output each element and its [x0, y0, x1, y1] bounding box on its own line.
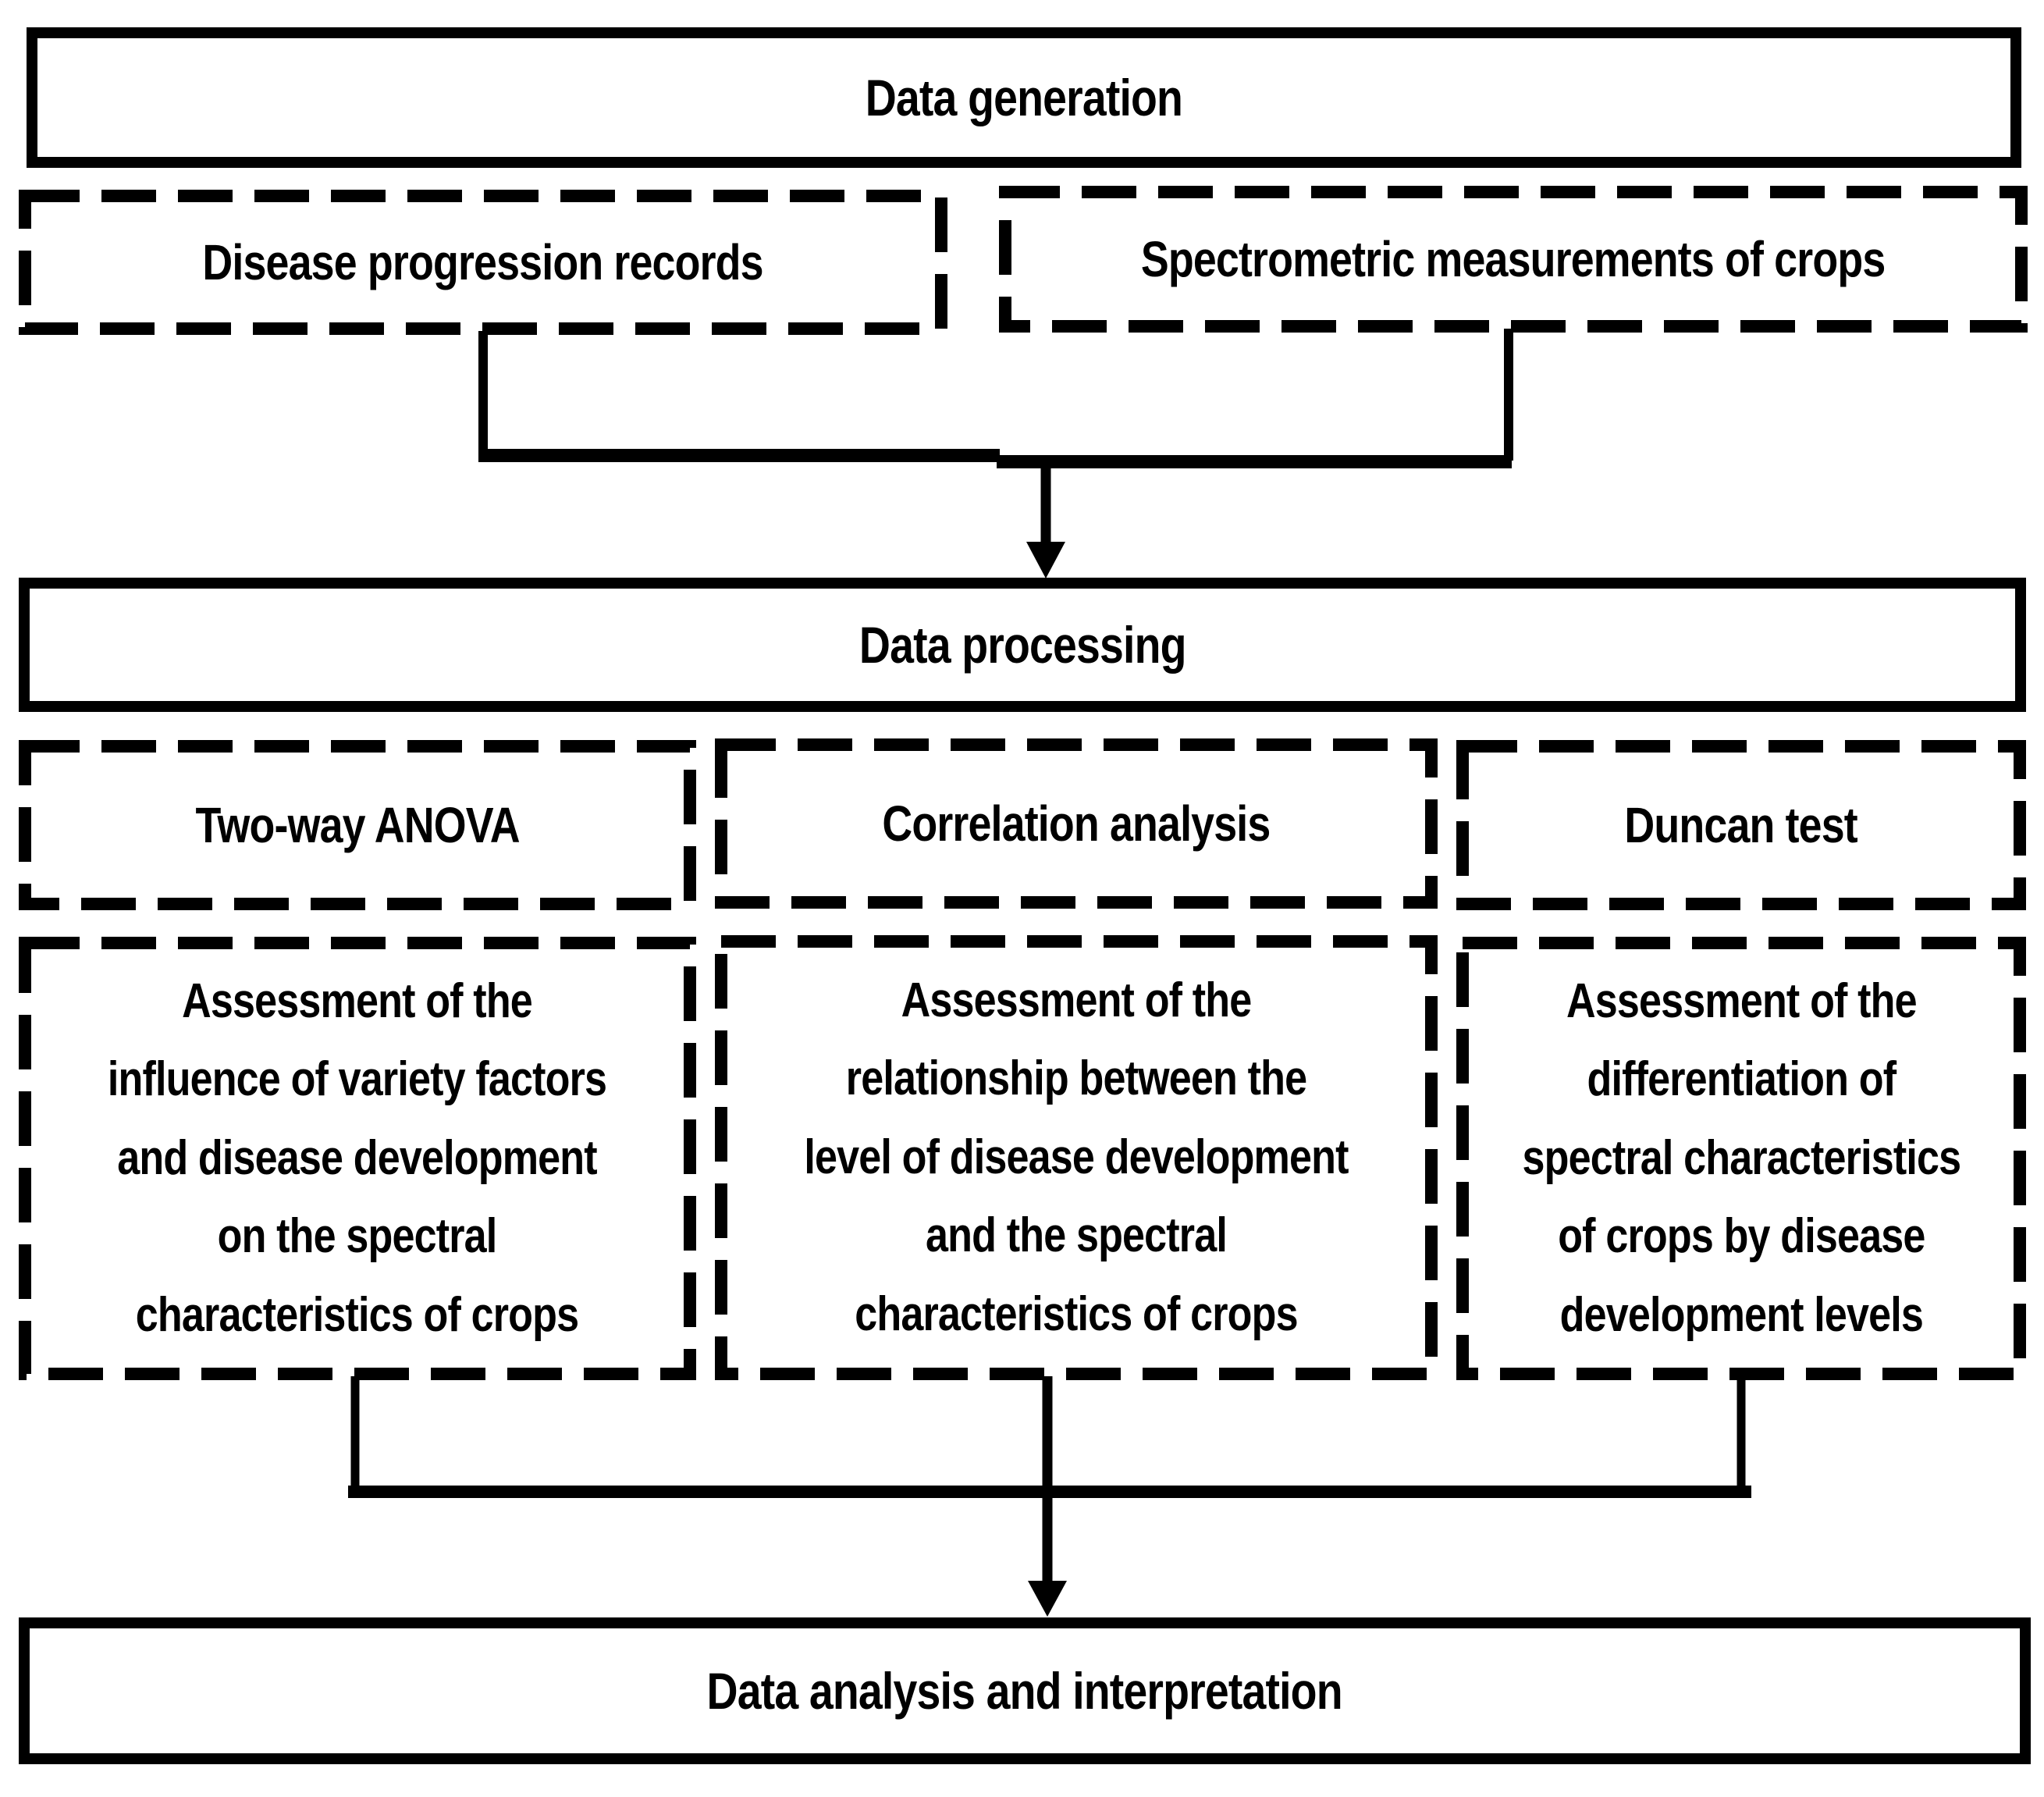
spectrometric-measurements-label: Spectrometric measurements of crops: [1141, 230, 1886, 287]
correlation-box-border: [715, 738, 1438, 909]
duncan-result-box-border: [1456, 937, 2026, 1380]
arrow-down-icon-bottom: [1028, 1581, 1067, 1617]
anova-result-text: Assessment of the influence of variety f…: [108, 973, 607, 1342]
correlation-result-text: Assessment of the relationship between t…: [804, 973, 1349, 1341]
duncan-result-text: Assessment of the differentiation of spe…: [1522, 973, 1961, 1342]
disease-progression-records-box: Disease progression records: [19, 190, 947, 335]
duncan-test-box: Duncan test: [1456, 740, 2026, 910]
data-analysis-box-border: [19, 1617, 2031, 1764]
duncan-box-border: [1456, 740, 2026, 910]
data-generation-title: Data generation: [865, 68, 1183, 126]
data-processing-box: Data processing: [19, 578, 2026, 712]
two-way-anova-box: Two-way ANOVA: [19, 740, 696, 910]
disease-progression-records-label: Disease progression records: [202, 233, 764, 290]
anova-result-box-border: [19, 937, 696, 1380]
data-processing-title: Data processing: [858, 615, 1187, 674]
disease-progression-box-border: [19, 190, 947, 335]
connector-top-merge-bar-right: [997, 455, 1512, 468]
connector-top-merge-bar-left: [478, 449, 1000, 462]
anova-result-box: Assessment of the influence of variety f…: [19, 937, 696, 1380]
two-way-anova-label: Two-way ANOVA: [195, 796, 520, 853]
duncan-result-box: Assessment of the differentiation of spe…: [1456, 937, 2026, 1380]
spectrometric-box-border: [999, 186, 2028, 333]
correlation-analysis-box: Correlation analysis: [715, 738, 1438, 909]
data-processing-box-border: [19, 578, 2026, 712]
duncan-test-label: Duncan test: [1624, 796, 1858, 853]
data-analysis-box: Data analysis and interpretation: [19, 1617, 2031, 1764]
correlation-result-box-border: [715, 935, 1438, 1380]
correlation-result-box: Assessment of the relationship between t…: [715, 935, 1438, 1380]
data-generation-box: Data generation: [27, 27, 2021, 168]
arrow-down-icon-top: [1026, 542, 1065, 578]
data-generation-box-border: [27, 27, 2021, 168]
data-analysis-title: Data analysis and interpretation: [706, 1661, 1343, 1720]
correlation-analysis-label: Correlation analysis: [882, 795, 1271, 852]
spectrometric-measurements-box: Spectrometric measurements of crops: [999, 186, 2028, 333]
two-way-anova-box-border: [19, 740, 696, 910]
